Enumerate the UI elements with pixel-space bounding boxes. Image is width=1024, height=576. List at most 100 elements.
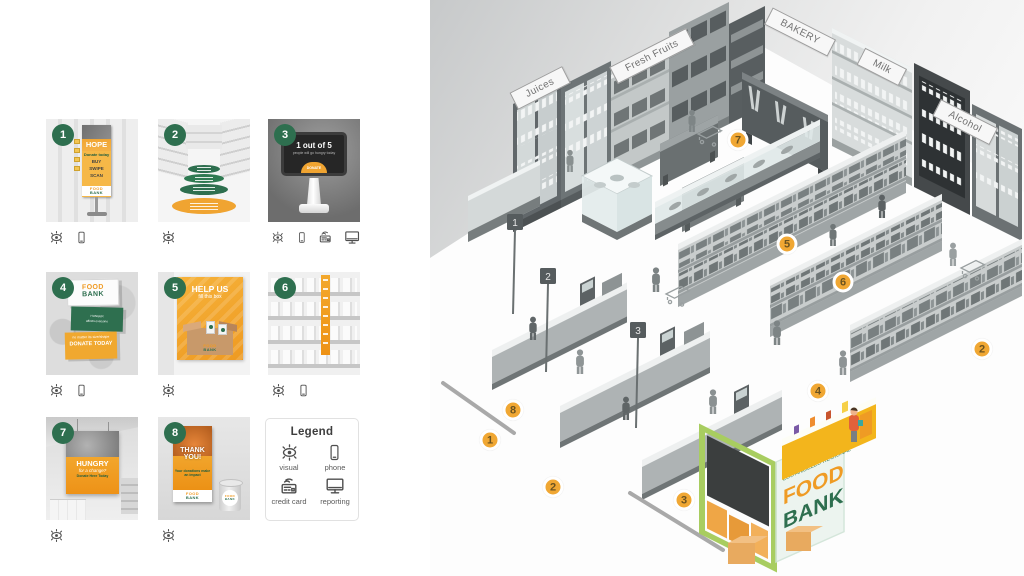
checkout-lane-1: 1 xyxy=(492,214,627,390)
item-number-badge: 2 xyxy=(164,124,186,146)
stacked-goods xyxy=(50,499,86,520)
banner-photo xyxy=(82,125,111,139)
background-shelf xyxy=(121,478,138,514)
aisle-shelf-back xyxy=(186,125,222,149)
banner-line2: Your donations make an impact xyxy=(174,469,211,478)
eye-icon xyxy=(281,444,297,461)
food-bank-station: LOS ANGELES REGIONAL FOOD BANK xyxy=(699,397,876,573)
aisle-shelf-right xyxy=(220,119,250,179)
shelf-row xyxy=(268,350,360,373)
legend-title: Legend xyxy=(290,426,334,438)
kiosk-donate-button: DONATE xyxy=(301,162,327,173)
legend-item-visual: visual xyxy=(279,443,299,473)
map-marker-5: 5 xyxy=(776,233,798,255)
phone-icon xyxy=(298,231,305,243)
lane-number: 1 xyxy=(512,218,518,229)
shelf-blade-thumbnail: 6 xyxy=(268,272,360,375)
map-marker-4: 4 xyxy=(807,380,829,402)
deli-counter xyxy=(468,119,820,242)
map-marker-7: 7 xyxy=(727,129,749,151)
visual-icon xyxy=(50,383,63,397)
item-number-badge: 1 xyxy=(52,124,74,146)
signage-card-3: 3 1 out of 5 people will go hungry today… xyxy=(268,119,360,245)
visual-icon xyxy=(272,383,285,397)
lane-number: 3 xyxy=(635,326,641,337)
shelf-row xyxy=(268,302,360,325)
floor-decal-orange xyxy=(172,198,236,214)
banner-line3: Donate Here Today xyxy=(76,474,109,478)
item-number-badge: 3 xyxy=(274,124,296,146)
banner-headline: HOPE xyxy=(82,139,111,151)
credit-card-icon xyxy=(320,231,331,243)
kiosk-headline: 1 out of 5 xyxy=(296,141,332,150)
kiosk-screen: 1 out of 5 people will go hungry today D… xyxy=(281,132,347,176)
poster-line2: fill this box xyxy=(198,294,222,300)
poster-line1: HELP US xyxy=(191,284,229,294)
visual-icon xyxy=(162,383,175,397)
credit-card-icon xyxy=(281,478,297,494)
map-marker-8: 8 xyxy=(502,399,524,421)
legend-item-reporting: reporting xyxy=(320,476,350,507)
banner-line2: for a change? xyxy=(78,468,107,473)
glass-display-case xyxy=(580,157,654,240)
kiosk-stand xyxy=(307,178,321,205)
banner-option-buy: BUY xyxy=(91,159,102,164)
channel-icons xyxy=(49,229,138,245)
rollup-banner-thumbnail: 8 Your donations make an impact THANK YO… xyxy=(158,417,250,520)
store-map: 1 2 xyxy=(430,0,1024,576)
signage-card-7: 7 HUNGRY for a change? Donate Here Today xyxy=(46,417,138,543)
channel-icons xyxy=(49,527,138,543)
visual-icon xyxy=(162,528,175,542)
lane-number: 2 xyxy=(545,272,551,283)
box-hunger: HUNGER affects everyone xyxy=(70,306,124,332)
reporting-icon xyxy=(344,230,359,244)
hanging-cable xyxy=(77,419,78,432)
phone-icon xyxy=(78,231,85,243)
phone-icon xyxy=(300,384,307,396)
item-number-badge: 8 xyxy=(164,422,186,444)
signage-card-8: 8 Your donations make an impact THANK YO… xyxy=(158,417,250,543)
shelf-row xyxy=(268,326,360,349)
stand-base xyxy=(87,212,107,216)
legend-item-phone: phone xyxy=(325,443,345,473)
phone-icon xyxy=(330,444,339,461)
item-number-badge: 5 xyxy=(164,277,186,299)
legend-item-credit-card: credit card xyxy=(269,476,309,507)
map-marker-6: 6 xyxy=(832,271,854,293)
donation-can xyxy=(206,321,215,334)
legend-box: Legend visual phone credit card reportin… xyxy=(265,418,359,521)
box-donate: no matter its size/shape DONATE TODAY xyxy=(64,331,118,360)
aisle-blade-strip xyxy=(321,275,330,355)
floor-decal-green xyxy=(188,165,220,173)
map-marker-1: 1 xyxy=(479,429,501,451)
donation-kiosk-thumbnail: 3 1 out of 5 people will go hungry today… xyxy=(268,119,360,222)
floor-decal-green xyxy=(180,184,228,195)
alcohol-fridges xyxy=(914,63,1022,242)
kiosk-base xyxy=(299,204,329,213)
hanging-banner-thumbnail: 7 HUNGRY for a change? Donate Here Today xyxy=(46,417,138,520)
banner-option-scan: SCAN xyxy=(90,173,103,178)
banner-photo xyxy=(66,431,119,457)
visual-icon xyxy=(50,528,63,542)
map-marker-2b: 2 xyxy=(971,338,993,360)
map-marker-3: 3 xyxy=(673,489,695,511)
brochure-rack xyxy=(74,139,80,179)
signage-card-2: 2 xyxy=(158,119,250,245)
item-number-badge: 6 xyxy=(274,277,296,299)
item-number-badge: 4 xyxy=(52,277,74,299)
item-number-badge: 7 xyxy=(52,422,74,444)
station-donor xyxy=(849,407,863,442)
gondola-aisle-2 xyxy=(770,193,942,337)
banner-cta: Donate today xyxy=(83,152,110,157)
